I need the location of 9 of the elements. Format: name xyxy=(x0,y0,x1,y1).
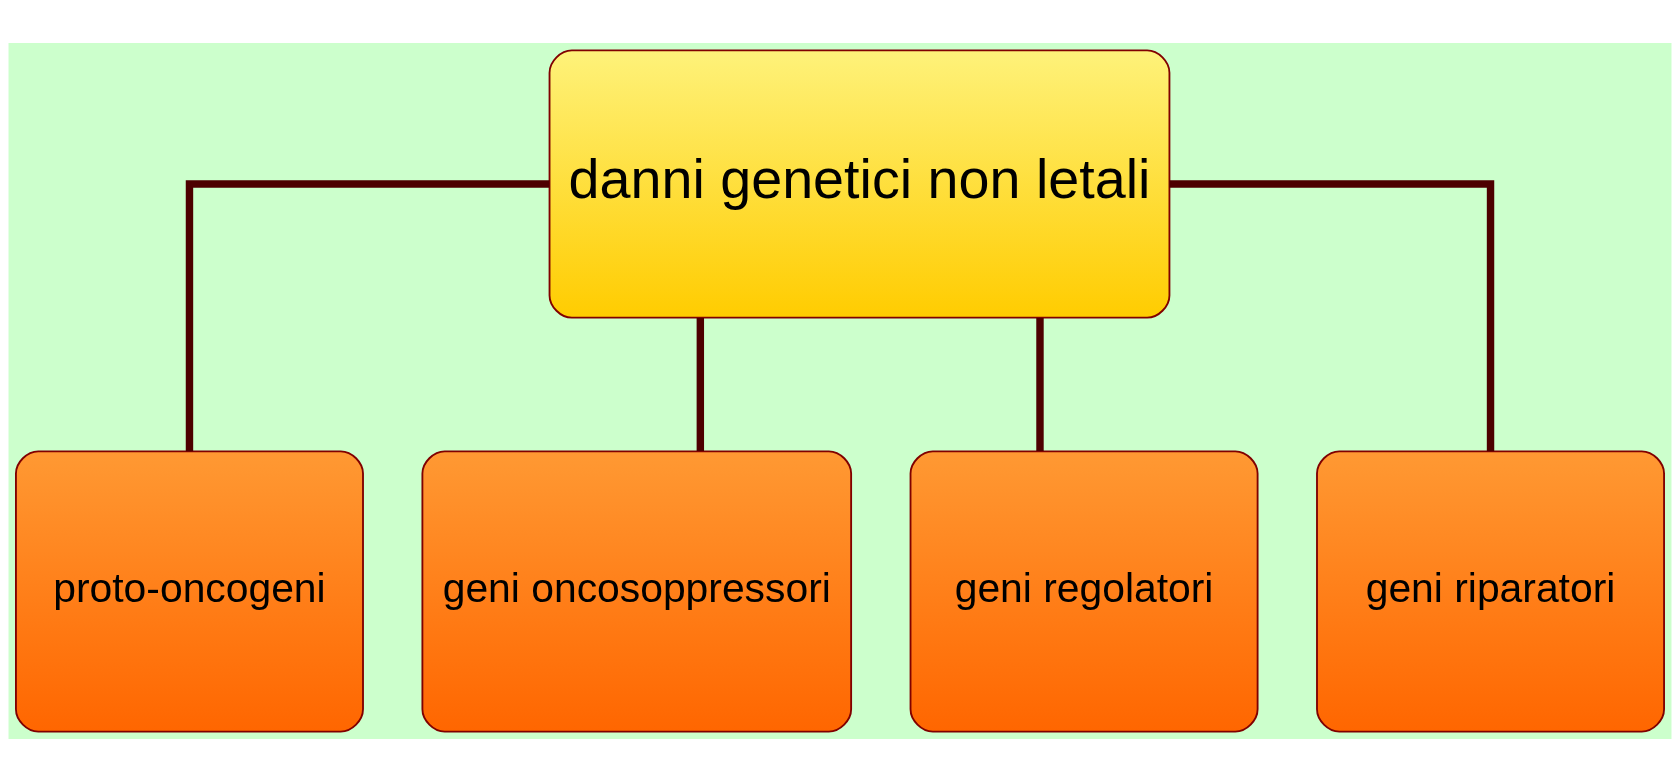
node-box: proto-oncogeni xyxy=(15,449,364,732)
connector xyxy=(185,179,550,451)
node-box: danni genetici non letali xyxy=(548,49,1171,319)
connector xyxy=(1169,179,1495,451)
connector xyxy=(1036,317,1044,451)
node-box: geni regolatori xyxy=(909,449,1259,732)
node-box: geni riparatori xyxy=(1316,449,1665,732)
node-box: geni oncosoppressori xyxy=(421,449,853,732)
connector xyxy=(696,317,705,451)
